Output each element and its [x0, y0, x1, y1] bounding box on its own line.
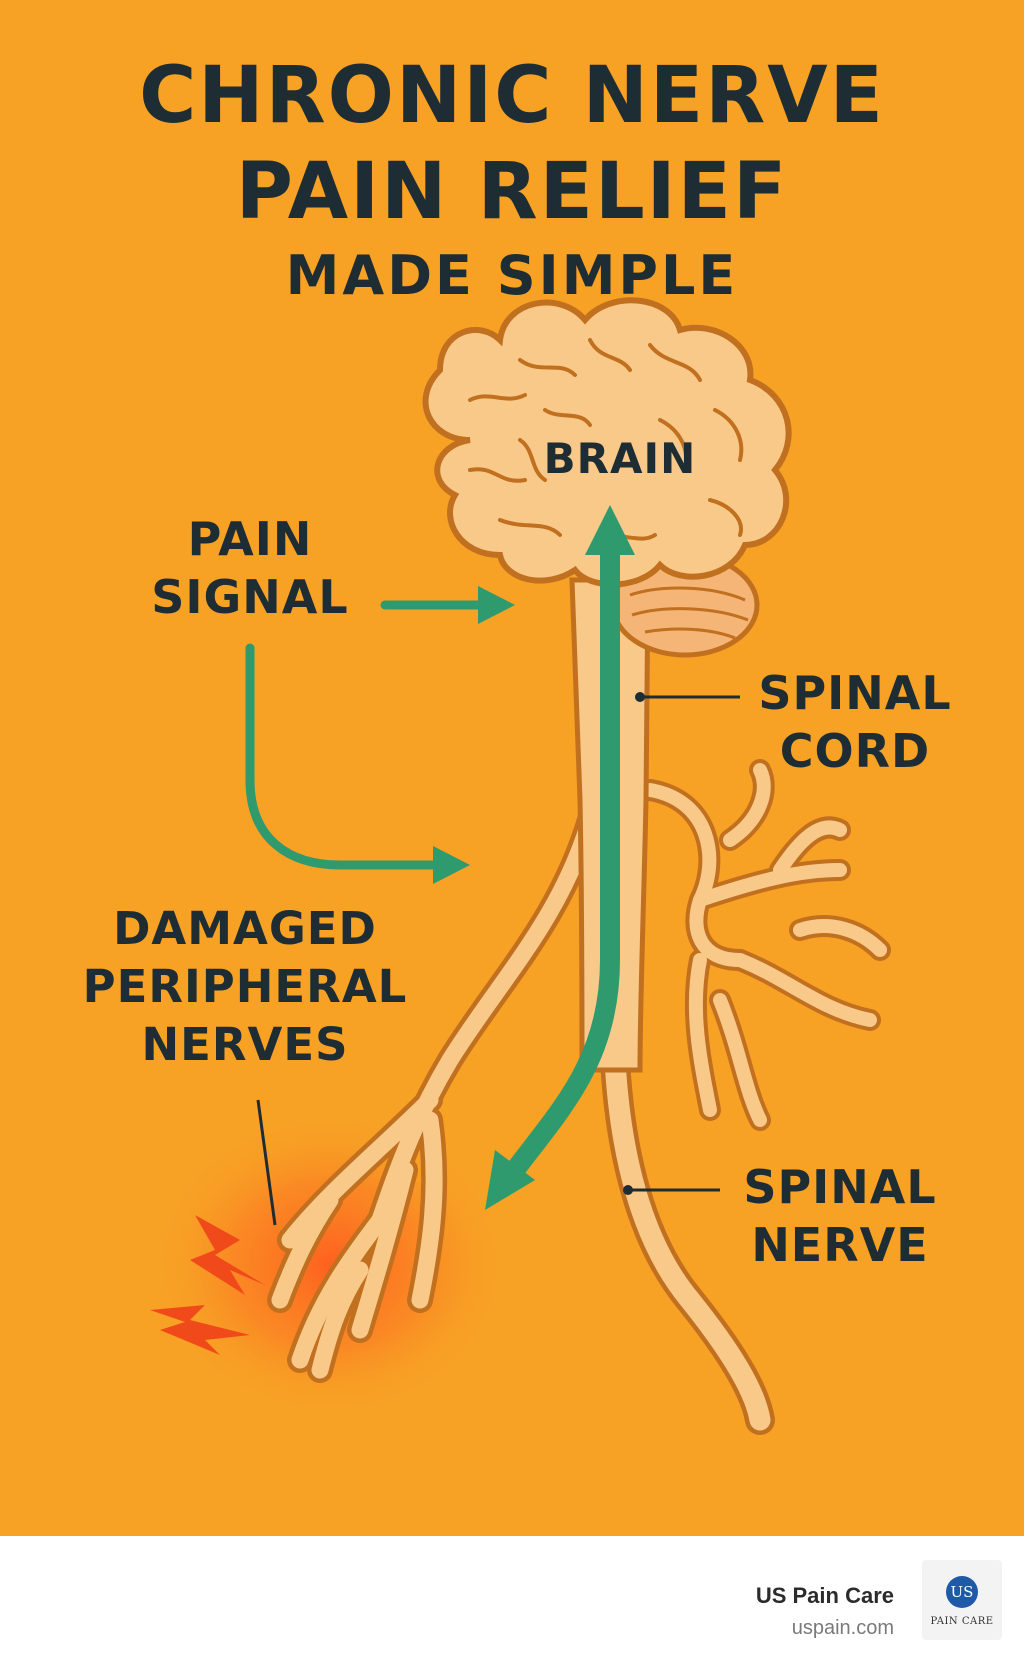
- arrowhead-to-brain: [585, 505, 635, 555]
- pain-glow: [155, 1115, 505, 1415]
- spinal-nerve-pointer-dot: [623, 1185, 633, 1195]
- logo-mark-icon: US: [946, 1576, 978, 1608]
- damaged-line-1: DAMAGED: [113, 902, 377, 955]
- brand-name: US Pain Care: [755, 1583, 894, 1608]
- pain-signal-line-2: SIGNAL: [151, 570, 349, 624]
- spinal-cord-pointer-dot: [635, 692, 645, 702]
- brand-url-link[interactable]: uspain.com: [791, 1617, 894, 1639]
- brand-block[interactable]: US Pain Care uspain.com: [756, 1582, 894, 1646]
- spinal-cord-line-2: CORD: [779, 724, 931, 778]
- damaged-peripheral-nerves-label: DAMAGED PERIPHERAL NERVES: [50, 900, 440, 1074]
- us-pain-care-logo[interactable]: US PAIN CARE: [922, 1560, 1002, 1640]
- damaged-line-2: PERIPHERAL: [82, 960, 408, 1013]
- logo-text: PAIN CARE: [930, 1616, 994, 1627]
- title-line-3: MADE SIMPLE: [285, 244, 739, 307]
- pain-signal-arrow: [245, 600, 485, 870]
- brain-label: BRAIN: [543, 434, 697, 483]
- spinal-nerve-label: SPINAL NERVE: [735, 1158, 945, 1274]
- pain-signal-arrowhead-bottom: [433, 846, 470, 884]
- damaged-line-3: NERVES: [141, 1018, 349, 1071]
- spinal-nerve-line-1: SPINAL: [743, 1160, 937, 1214]
- infographic-poster: CHRONIC NERVE PAIN RELIEF MADE SIMPLE BR…: [50, 51, 965, 1435]
- brain-drawing: [422, 297, 792, 588]
- footer-bar: US Pain Care uspain.com US PAIN CARE: [0, 1536, 1024, 1666]
- title-line-1: CHRONIC NERVE: [139, 51, 885, 141]
- signal-path-arrow: [505, 535, 620, 1180]
- pain-signal-label: PAIN SIGNAL: [130, 510, 370, 626]
- spinal-cord-line-1: SPINAL: [758, 666, 952, 720]
- arrowhead-to-nerves: [485, 1150, 535, 1210]
- leader-lines: [256, 695, 740, 1226]
- spinal-nerve-line-2: NERVE: [751, 1218, 929, 1272]
- spinal-cord-label: SPINAL CORD: [745, 664, 965, 780]
- branching-nerves-right: [639, 759, 891, 1131]
- nervous-system-illustration: [150, 297, 891, 1435]
- spinal-nerve-drawing: [600, 1045, 775, 1435]
- pain-signal-arrowhead-top: [478, 586, 515, 624]
- pain-signal-line-1: PAIN: [187, 512, 313, 566]
- title-line-2: PAIN RELIEF: [235, 147, 789, 237]
- pain-spark-icon: [150, 1215, 265, 1355]
- damaged-peripheral-nerves-drawing: [267, 807, 603, 1383]
